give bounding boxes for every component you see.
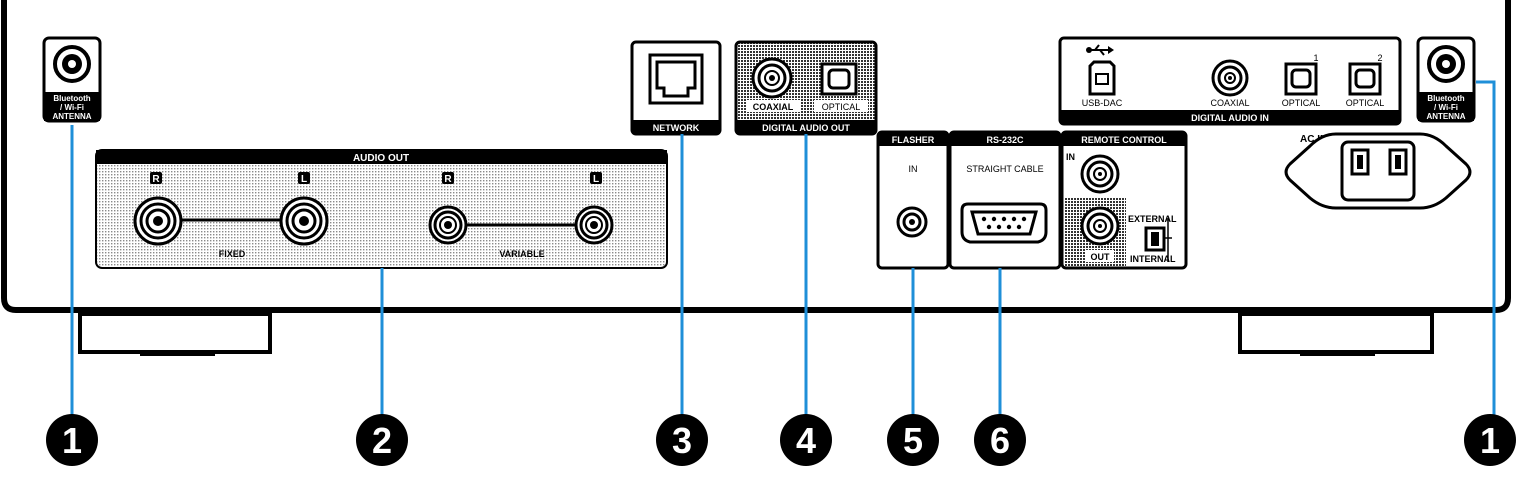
dsub9-connector-icon	[960, 202, 1048, 244]
optical-2-label: OPTICAL	[1346, 98, 1385, 108]
svg-text:6: 6	[990, 420, 1010, 461]
svg-text:3: 3	[672, 420, 692, 461]
audio-out-title: AUDIO OUT	[353, 153, 409, 164]
optical-port-icon	[820, 62, 858, 96]
bt-antenna-right: Bluetooth / Wi-Fi ANTENNA	[1416, 36, 1476, 123]
flasher-label: FLASHER	[892, 135, 935, 145]
coaxial-in-label: COAXIAL	[1210, 98, 1249, 108]
chassis-outline	[1, 0, 1511, 313]
ethernet-port-icon	[648, 53, 704, 105]
callout-badges: 1 2 3 4 5 6 1	[46, 414, 1516, 466]
remote-control-panel: REMOTE CONTROL IN OUT EXTERNAL INTERNAL	[1060, 130, 1188, 270]
foot-left	[78, 312, 272, 356]
digital-audio-in-label: DIGITAL AUDIO IN	[1191, 113, 1269, 123]
external-internal-switch-icon	[1144, 218, 1172, 262]
optical-1-label: OPTICAL	[1282, 98, 1321, 108]
ac-in-socket: AC IN	[1284, 132, 1472, 210]
leader-lines	[70, 80, 1496, 420]
internal-label: INTERNAL	[1130, 254, 1176, 264]
callout-badge-1-right: 1	[1464, 414, 1516, 466]
usb-dac-label: USB-DAC	[1082, 98, 1123, 108]
ac-in-label: AC IN	[1300, 134, 1327, 145]
usb-symbol-icon	[1086, 44, 1114, 56]
bt-label-line3: ANTENNA	[1426, 112, 1465, 121]
foot-right	[1238, 312, 1434, 356]
variable-l-badge: L	[593, 174, 599, 185]
digital-audio-out-label: DIGITAL AUDIO OUT	[762, 123, 850, 133]
fixed-l-badge: L	[301, 174, 307, 185]
digital-audio-in-panel: USB-DAC COAXIAL 1 OPTICAL 2 OPTICAL DIGI…	[1058, 36, 1402, 126]
svg-text:4: 4	[796, 420, 816, 461]
coaxial-out-label: COAXIAL	[753, 102, 794, 112]
callout-badge-4: 4	[780, 414, 832, 466]
rca-jack-icon	[574, 205, 614, 245]
rca-jack-icon	[279, 196, 329, 246]
coaxial-jack-icon	[751, 57, 793, 99]
variable-r-badge: R	[444, 174, 452, 185]
svg-text:5: 5	[903, 420, 923, 461]
svg-text:1: 1	[1480, 420, 1500, 461]
callout-badge-6: 6	[974, 414, 1026, 466]
rs232c-panel: RS-232C STRAIGHT CABLE	[948, 130, 1062, 270]
bt-label-line2: / Wi-Fi	[1434, 103, 1458, 112]
optical-out-label: OPTICAL	[822, 102, 861, 112]
external-label: EXTERNAL	[1128, 214, 1177, 224]
bt-label-line1: Bluetooth	[1427, 94, 1464, 103]
variable-label: VARIABLE	[499, 249, 544, 259]
svg-text:1: 1	[62, 420, 82, 461]
callout-badge-3: 3	[656, 414, 708, 466]
rc-in-label: IN	[1066, 152, 1075, 162]
rs232c-label: RS-232C	[986, 135, 1024, 145]
optical-1-number: 1	[1313, 53, 1318, 63]
flasher-panel: FLASHER IN	[876, 130, 950, 270]
optical-2-number: 2	[1377, 53, 1382, 63]
digital-audio-out-panel: COAXIAL OPTICAL DIGITAL AUDIO OUT	[734, 40, 878, 136]
optical-port-icon	[1348, 62, 1382, 96]
network-label: NETWORK	[653, 123, 700, 133]
bt-antenna-left: Bluetooth / Wi-Fi ANTENNA	[42, 36, 102, 123]
callout-badge-1-left: 1	[46, 414, 98, 466]
mini-jack-icon	[896, 206, 928, 238]
callout-badge-2: 2	[356, 414, 408, 466]
rca-jack-icon	[428, 205, 468, 245]
remote-control-label: REMOTE CONTROL	[1081, 135, 1167, 145]
bt-label-line3: ANTENNA	[52, 112, 91, 121]
coaxial-jack-icon	[1211, 59, 1249, 97]
audio-out-panel: AUDIO OUT R L R L	[95, 149, 668, 269]
bt-label-line1: Bluetooth	[53, 94, 90, 103]
callout-badge-5: 5	[887, 414, 939, 466]
straight-cable-label: STRAIGHT CABLE	[966, 164, 1043, 174]
svg-text:2: 2	[372, 420, 392, 461]
rc-out-label: OUT	[1091, 252, 1111, 262]
rc-out-jack-icon	[1080, 206, 1120, 246]
rc-in-jack-icon	[1080, 154, 1120, 194]
usb-b-port-icon	[1088, 60, 1116, 96]
flasher-in-label: IN	[909, 164, 918, 174]
network-port: NETWORK	[630, 40, 722, 136]
fixed-r-badge: R	[152, 174, 160, 185]
bt-label-line2: / Wi-Fi	[60, 103, 84, 112]
rca-jack-icon	[133, 196, 183, 246]
fixed-label: FIXED	[219, 249, 246, 259]
optical-port-icon	[1284, 62, 1318, 96]
